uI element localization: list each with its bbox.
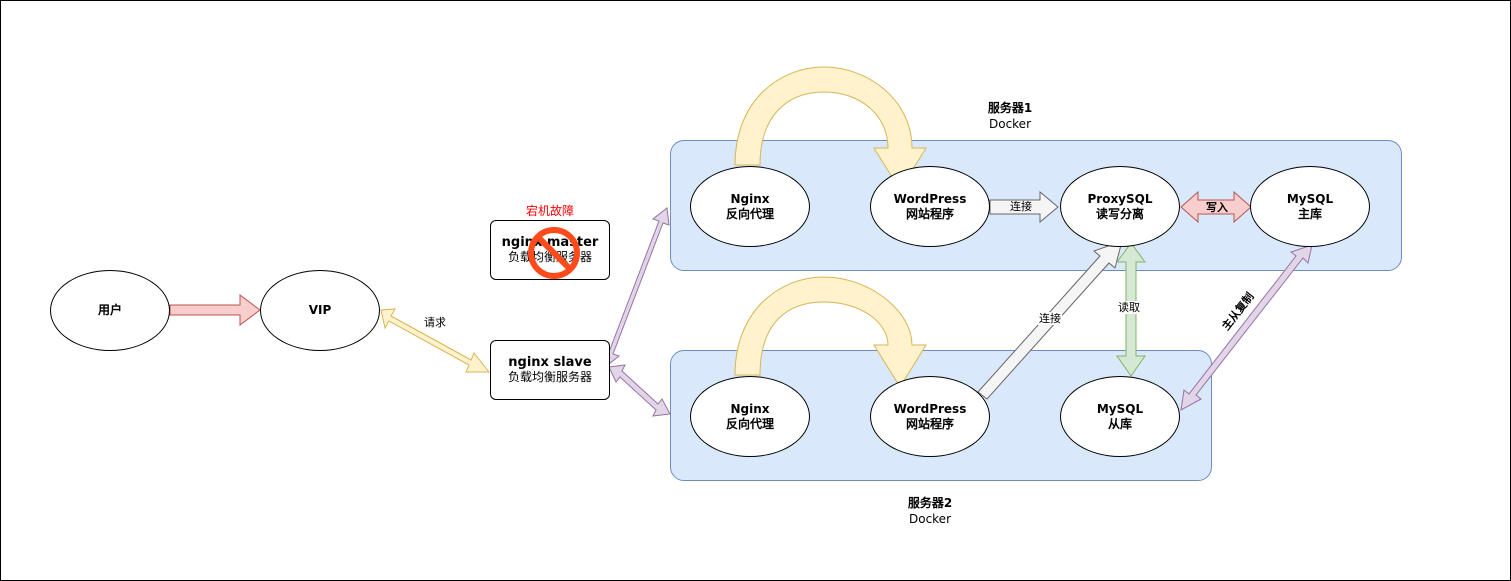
mysql-slave-name: MySQL bbox=[1096, 401, 1144, 416]
arrow-slave-to-s2-nginx bbox=[608, 364, 671, 417]
proxysql-role: 读写分离 bbox=[1095, 206, 1144, 221]
s1-wordpress-node[interactable]: WordPress 网站程序 bbox=[870, 166, 990, 247]
nginx-slave-role: 负载均衡服务器 bbox=[507, 370, 592, 384]
edge-label-connect2: 连接 bbox=[1038, 312, 1062, 325]
s2-wordpress-name: WordPress bbox=[893, 401, 967, 416]
edge-label-write-text: 写入 bbox=[1206, 201, 1228, 214]
mysql-master-role: 主库 bbox=[1297, 206, 1322, 221]
server2-subtitle: Docker bbox=[890, 512, 970, 527]
nginx-slave-node[interactable]: nginx slave 负载均衡服务器 bbox=[490, 340, 610, 400]
s2-nginx-role: 反向代理 bbox=[725, 416, 774, 431]
edge-label-request: 请求 bbox=[423, 316, 447, 329]
fault-label-text: 宕机故障 bbox=[525, 204, 574, 218]
mysql-master-node[interactable]: MySQL 主库 bbox=[1250, 166, 1370, 247]
s1-nginx-role: 反向代理 bbox=[725, 206, 774, 221]
s2-wordpress-role: 网站程序 bbox=[905, 416, 954, 431]
proxysql-name: ProxySQL bbox=[1087, 191, 1153, 206]
user-node[interactable]: 用户 bbox=[50, 270, 170, 351]
arrow-s2-nginx-to-wordpress bbox=[734, 276, 927, 388]
arrow-user-to-vip bbox=[169, 294, 261, 326]
edge-label-connect1: 连接 bbox=[1009, 200, 1033, 213]
no-entry-icon bbox=[528, 227, 580, 279]
server2-title-text: 服务器2 bbox=[907, 496, 953, 510]
server1-subtitle: Docker bbox=[970, 117, 1050, 132]
arrow-master-slave-replication bbox=[1180, 244, 1313, 411]
s2-nginx-node[interactable]: Nginx 反向代理 bbox=[690, 376, 810, 457]
vip-node[interactable]: VIP bbox=[260, 270, 380, 351]
mysql-slave-node[interactable]: MySQL 从库 bbox=[1060, 376, 1180, 457]
arrow-vip-to-nginx-slave bbox=[380, 308, 491, 373]
mysql-slave-role: 从库 bbox=[1107, 416, 1132, 431]
edge-label-request-text: 请求 bbox=[424, 316, 446, 329]
s1-wordpress-role: 网站程序 bbox=[905, 206, 954, 221]
server1-title-text: 服务器1 bbox=[987, 101, 1033, 115]
arrow-slave-to-s1-nginx bbox=[602, 207, 670, 368]
edge-label-read-text: 读取 bbox=[1118, 301, 1140, 314]
s1-nginx-node[interactable]: Nginx 反向代理 bbox=[690, 166, 810, 247]
server2-title: 服务器2 bbox=[890, 496, 970, 511]
s1-wordpress-name: WordPress bbox=[893, 191, 967, 206]
edge-label-connect1-text: 连接 bbox=[1010, 200, 1032, 213]
edge-label-write: 写入 bbox=[1205, 201, 1229, 214]
edge-label-read: 读取 bbox=[1117, 301, 1141, 314]
fault-label: 宕机故障 bbox=[510, 204, 590, 219]
user-label: 用户 bbox=[97, 303, 122, 317]
server2-subtitle-text: Docker bbox=[908, 512, 952, 526]
s1-nginx-name: Nginx bbox=[730, 191, 770, 206]
server1-title: 服务器1 bbox=[970, 101, 1050, 116]
nginx-slave-name: nginx slave bbox=[508, 355, 592, 370]
vip-label: VIP bbox=[308, 303, 332, 317]
mysql-master-name: MySQL bbox=[1286, 191, 1334, 206]
server1-subtitle-text: Docker bbox=[988, 117, 1032, 131]
proxysql-node[interactable]: ProxySQL 读写分离 bbox=[1060, 166, 1180, 247]
s2-nginx-name: Nginx bbox=[730, 401, 770, 416]
s2-wordpress-node[interactable]: WordPress 网站程序 bbox=[870, 376, 990, 457]
arrow-s1-nginx-to-wordpress bbox=[734, 66, 927, 191]
edge-label-connect2-text: 连接 bbox=[1039, 312, 1061, 325]
arrow-wordpress-to-proxysql bbox=[989, 190, 1059, 224]
